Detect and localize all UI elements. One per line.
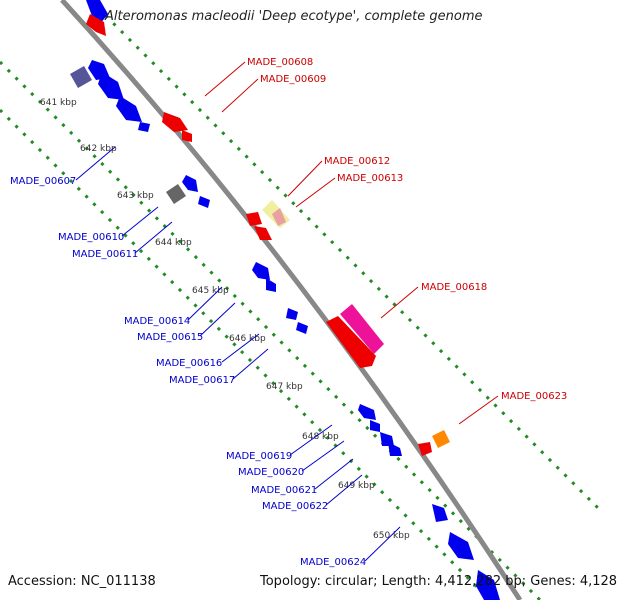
gene-rev-18[interactable] bbox=[476, 570, 500, 600]
genome-summary: Topology: circular; Length: 4,412,282 bp… bbox=[260, 574, 617, 589]
gene-label-made-00616[interactable]: MADE_00616 bbox=[156, 358, 222, 369]
leader-made-00616 bbox=[221, 333, 260, 363]
kbp-label-642: 642 kbp bbox=[80, 144, 117, 154]
kbp-label-649: 649 kbp bbox=[338, 481, 375, 491]
leader-made-00608 bbox=[204, 61, 246, 97]
leader-made-00619 bbox=[289, 424, 333, 456]
leader-made-00618 bbox=[380, 286, 419, 319]
gene-rev-4[interactable] bbox=[116, 96, 142, 122]
leader-made-00612 bbox=[287, 160, 323, 197]
gene-slate-feature[interactable] bbox=[70, 66, 92, 88]
gene-rev-15[interactable] bbox=[388, 442, 402, 456]
gene-grey-feature[interactable] bbox=[166, 184, 186, 204]
gene-label-made-00618[interactable]: MADE_00618 bbox=[421, 282, 487, 293]
gene-label-made-00619[interactable]: MADE_00619 bbox=[226, 451, 292, 462]
gene-label-made-00611[interactable]: MADE_00611 bbox=[72, 249, 138, 260]
gene-label-made-00624[interactable]: MADE_00624 bbox=[300, 557, 366, 568]
reverse-leaders bbox=[75, 146, 401, 562]
leader-made-00623 bbox=[458, 395, 499, 425]
gene-fwd-7[interactable] bbox=[418, 442, 432, 456]
gene-highlight-orange[interactable] bbox=[432, 430, 450, 448]
gene-label-made-00622[interactable]: MADE_00622 bbox=[262, 501, 328, 512]
kbp-label-644: 644 kbp bbox=[155, 238, 192, 248]
gene-fwd-5[interactable] bbox=[254, 226, 272, 240]
leader-made-00621 bbox=[314, 458, 354, 490]
gene-rev-14[interactable] bbox=[380, 432, 394, 446]
kbp-label-641: 641 kbp bbox=[40, 98, 77, 108]
gene-rev-9[interactable] bbox=[266, 278, 276, 292]
kbp-label-647: 647 kbp bbox=[266, 382, 303, 392]
gene-fwd-1[interactable] bbox=[86, 14, 106, 36]
track-inner-right bbox=[88, 0, 602, 512]
gene-rev-5[interactable] bbox=[138, 122, 150, 132]
gene-label-made-00620[interactable]: MADE_00620 bbox=[238, 467, 304, 478]
leader-made-00624 bbox=[364, 526, 401, 562]
gene-label-made-00623[interactable]: MADE_00623 bbox=[501, 391, 567, 402]
kbp-label-645: 645 kbp bbox=[192, 286, 229, 296]
gene-label-made-00607[interactable]: MADE_00607 bbox=[10, 176, 76, 187]
gene-label-made-00621[interactable]: MADE_00621 bbox=[251, 485, 317, 496]
gene-label-made-00613[interactable]: MADE_00613 bbox=[337, 173, 403, 184]
leader-made-00617 bbox=[232, 348, 269, 380]
leader-made-00620 bbox=[301, 440, 345, 472]
gene-label-made-00612[interactable]: MADE_00612 bbox=[324, 156, 390, 167]
gene-rev-16[interactable] bbox=[432, 504, 448, 522]
gene-rev-6[interactable] bbox=[182, 175, 198, 192]
gene-label-made-00609[interactable]: MADE_00609 bbox=[260, 74, 326, 85]
genome-map: 641 kbp 642 kbp 643 kbp 644 kbp 645 kbp … bbox=[0, 0, 602, 600]
leader-made-00615 bbox=[199, 302, 236, 337]
gene-highlight-pink[interactable] bbox=[340, 304, 384, 354]
gene-rev-13[interactable] bbox=[370, 420, 380, 432]
gene-rev-12[interactable] bbox=[358, 404, 376, 420]
gene-label-made-00614[interactable]: MADE_00614 bbox=[124, 316, 190, 327]
kbp-label-648: 648 kbp bbox=[302, 432, 339, 442]
gene-fwd-6[interactable] bbox=[326, 316, 376, 368]
gene-rev-7[interactable] bbox=[198, 196, 210, 208]
gene-fwd-3[interactable] bbox=[182, 130, 192, 142]
kbp-label-643: 643 kbp bbox=[117, 191, 154, 201]
leader-made-00622 bbox=[325, 474, 363, 506]
leader-made-00610 bbox=[121, 206, 159, 237]
reverse-genes bbox=[86, 0, 500, 600]
leader-made-00613 bbox=[295, 177, 336, 208]
gene-fwd-2[interactable] bbox=[162, 112, 188, 132]
gene-highlight-yellow-inner[interactable] bbox=[272, 208, 286, 226]
gene-rev-11[interactable] bbox=[296, 322, 308, 334]
forward-leaders bbox=[204, 61, 499, 425]
gene-fwd-4[interactable] bbox=[246, 212, 262, 226]
kbp-label-650: 650 kbp bbox=[373, 531, 410, 541]
genome-backbone bbox=[60, 0, 523, 600]
track-outer-left bbox=[0, 60, 542, 600]
gene-label-made-00608[interactable]: MADE_00608 bbox=[247, 57, 313, 68]
gene-label-made-00615[interactable]: MADE_00615 bbox=[137, 332, 203, 343]
gene-rev-17[interactable] bbox=[448, 532, 474, 560]
accession-label: Accession: NC_011138 bbox=[8, 574, 156, 589]
gene-label-made-00617[interactable]: MADE_00617 bbox=[169, 375, 235, 386]
gene-rev-1[interactable] bbox=[86, 0, 108, 24]
gene-rev-10[interactable] bbox=[286, 308, 298, 320]
leader-made-00607 bbox=[75, 146, 116, 181]
leader-made-00611 bbox=[134, 221, 173, 254]
map-title: Alteromonas macleodii 'Deep ecotype', co… bbox=[105, 9, 483, 24]
leader-made-00614 bbox=[187, 286, 223, 321]
kbp-label-646: 646 kbp bbox=[229, 334, 266, 344]
forward-genes bbox=[86, 14, 432, 456]
gene-label-made-00610[interactable]: MADE_00610 bbox=[58, 232, 124, 243]
leader-made-00609 bbox=[221, 78, 259, 113]
gene-rev-3[interactable] bbox=[98, 72, 124, 100]
gene-rev-8[interactable] bbox=[252, 262, 270, 280]
